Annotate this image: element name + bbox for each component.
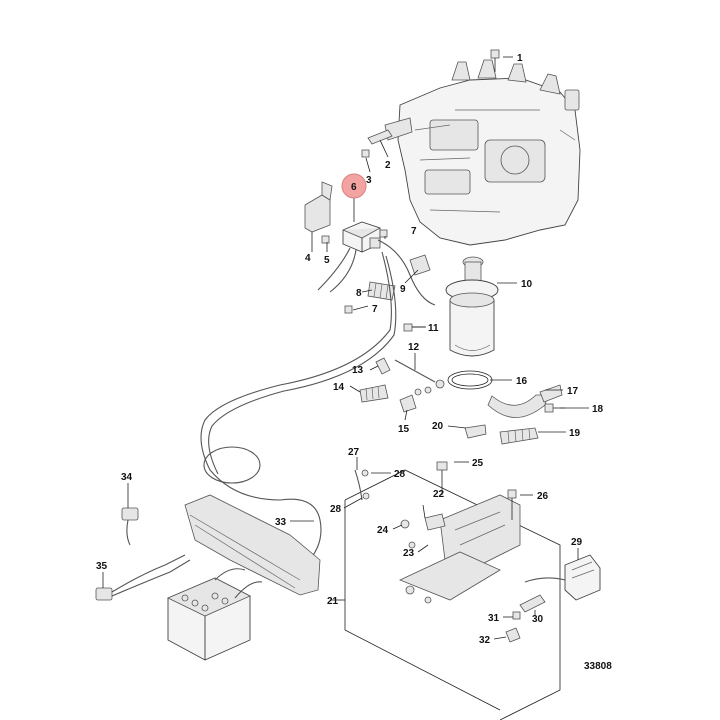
starter-solenoid-6: [342, 221, 381, 253]
callout-27: 27: [348, 447, 360, 458]
highlight-circle: [341, 173, 367, 199]
boot-19: [499, 427, 539, 445]
plug-35: [95, 554, 191, 601]
callout-1: 1: [517, 53, 523, 64]
callout-29: 29: [571, 537, 583, 548]
stud-12: [394, 359, 445, 396]
callout-26: 26: [537, 491, 549, 502]
battery: [167, 568, 263, 661]
cables: [200, 239, 436, 566]
callout-34: 34: [121, 472, 133, 483]
callout-25: 25: [472, 458, 484, 469]
callout-24: 24: [377, 525, 389, 536]
nut-32: [505, 627, 521, 643]
screw-3: [361, 149, 370, 158]
connector-34: [121, 507, 139, 546]
bracket-4: [304, 181, 333, 233]
screw-31: [512, 611, 521, 620]
callout-13: 13: [352, 365, 364, 376]
callout-7-upper: 7: [411, 226, 417, 237]
callout-12: 12: [408, 342, 420, 353]
callout-28-lower: 28: [330, 504, 342, 515]
cap-9: [409, 254, 431, 276]
callout-8: 8: [356, 288, 362, 299]
bolt-11: [403, 323, 425, 332]
screw-7b: [344, 305, 353, 314]
boot-8: [367, 281, 396, 301]
battery-cable-33: [184, 494, 321, 596]
screw-7a: [379, 229, 388, 238]
callout-14: 14: [333, 382, 345, 393]
bracket-assembly: [398, 461, 521, 604]
figure-number: 33808: [584, 661, 612, 672]
plate-2: [367, 129, 393, 145]
leader-lines: [102, 56, 589, 640]
callout-labels: 1 2 3 4 5 6 7 8 7 9 10 11 12 13 14 15 16…: [96, 53, 612, 672]
boot-14: [359, 384, 389, 403]
pin-30: [519, 594, 546, 613]
callout-6: 6: [351, 182, 357, 193]
cap-13: [375, 357, 391, 375]
callout-30: 30: [532, 614, 544, 625]
callout-16: 16: [516, 376, 528, 387]
cable-27: [354, 469, 370, 501]
bracket-17: [487, 384, 563, 418]
callout-18: 18: [592, 404, 604, 415]
callout-35: 35: [96, 561, 108, 572]
callout-10: 10: [521, 279, 533, 290]
callout-23: 23: [403, 548, 415, 559]
callout-28-upper: 28: [394, 469, 406, 480]
callout-7-lower: 7: [372, 304, 378, 315]
group-outline-21: [344, 469, 561, 720]
callout-21: 21: [327, 596, 339, 607]
callout-3: 3: [366, 175, 372, 186]
callout-32: 32: [479, 635, 491, 646]
screw-5: [321, 235, 330, 244]
callout-17: 17: [567, 386, 579, 397]
callout-22: 22: [433, 489, 445, 500]
callout-20: 20: [432, 421, 444, 432]
callout-4: 4: [305, 253, 311, 264]
cap-15: [399, 394, 417, 413]
starter-band-16: [447, 370, 493, 390]
starter-motor: [445, 256, 499, 357]
callout-19: 19: [569, 428, 581, 439]
callout-5: 5: [324, 255, 330, 266]
callout-2: 2: [385, 160, 391, 171]
callout-33: 33: [275, 517, 287, 528]
callout-31: 31: [488, 613, 500, 624]
callout-9: 9: [400, 284, 406, 295]
engine-powerhead: [384, 59, 581, 246]
callout-15: 15: [398, 424, 410, 435]
bolt-part-1: [490, 49, 500, 72]
switch-29: [524, 554, 601, 601]
clip-20: [464, 424, 487, 439]
callout-11: 11: [428, 323, 439, 334]
